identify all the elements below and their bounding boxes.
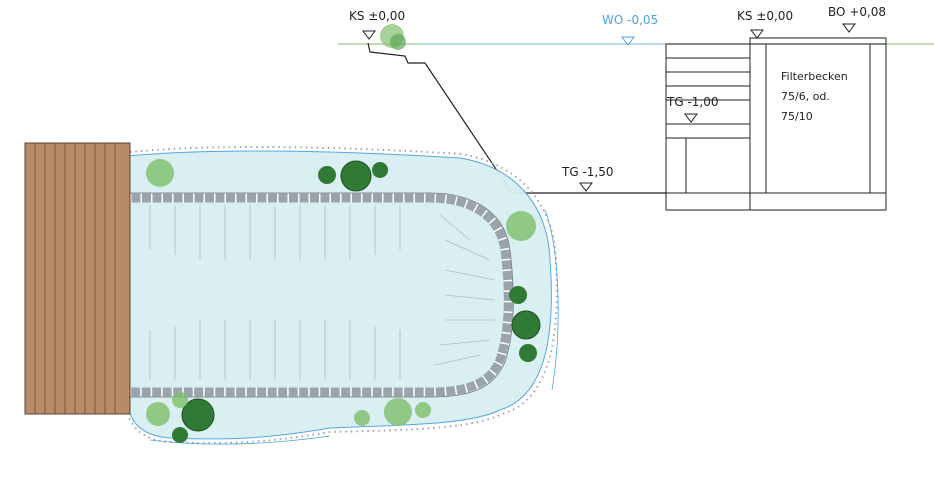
filter-basin-line2: 75/6, od. xyxy=(781,90,830,103)
shrub-dark-8 xyxy=(172,427,188,443)
label-bo: BO +0,08 xyxy=(828,5,886,19)
marker-ks-right xyxy=(750,29,764,39)
shrub-dark-7 xyxy=(181,398,215,432)
marker-ks-left xyxy=(362,30,376,40)
shrub-dark-1 xyxy=(340,160,372,192)
grass-tuft-3 xyxy=(146,402,170,426)
shrub-dark-5 xyxy=(511,310,541,340)
marker-wo xyxy=(621,36,635,46)
label-tg-150: TG -1,50 xyxy=(561,165,614,179)
water-ripple-bottom xyxy=(149,435,331,445)
plant-group-bottom xyxy=(146,392,431,443)
label-ks-left: KS ±0,00 xyxy=(349,9,405,23)
filter-basin-line1: Filterbecken xyxy=(781,70,848,83)
plant-group-right xyxy=(506,211,541,362)
label-ks-right: KS ±0,00 xyxy=(737,9,793,23)
plant-group-top xyxy=(146,159,388,192)
grass-tuft-6 xyxy=(384,398,412,426)
marker-tg-150 xyxy=(579,182,593,192)
wooden-deck xyxy=(24,142,131,415)
label-tg-100: TG -1,00 xyxy=(666,95,719,109)
marker-bo xyxy=(842,23,856,33)
shrub-dark-4 xyxy=(509,286,527,304)
pond-plan xyxy=(24,142,559,445)
label-wo: WO -0,05 xyxy=(602,13,658,27)
grass-tuft-1 xyxy=(146,159,174,187)
grass-tuft-2 xyxy=(506,211,536,241)
filter-basin xyxy=(749,37,887,211)
filter-basin-line3: 75/10 xyxy=(781,110,813,123)
grass-tuft-5 xyxy=(354,410,370,426)
section-shore-plant xyxy=(380,24,406,50)
shrub-dark-3 xyxy=(372,162,388,178)
grass-tuft-4 xyxy=(172,392,188,408)
shrub-dark-6 xyxy=(519,344,537,362)
shrub-dark-2 xyxy=(318,166,336,184)
stone-border xyxy=(125,193,513,397)
depth-hatch xyxy=(149,205,496,380)
step-structure xyxy=(665,43,886,211)
pond-water xyxy=(127,150,552,440)
water-ripple-right xyxy=(544,209,559,391)
stone-border-outline xyxy=(130,192,514,398)
grass-tuft-7 xyxy=(415,402,431,418)
pond-section: KS ±0,00 WO -0,05 KS ±0,00 BO +0,08 TG -… xyxy=(338,5,934,211)
marker-tg-100 xyxy=(684,113,698,123)
